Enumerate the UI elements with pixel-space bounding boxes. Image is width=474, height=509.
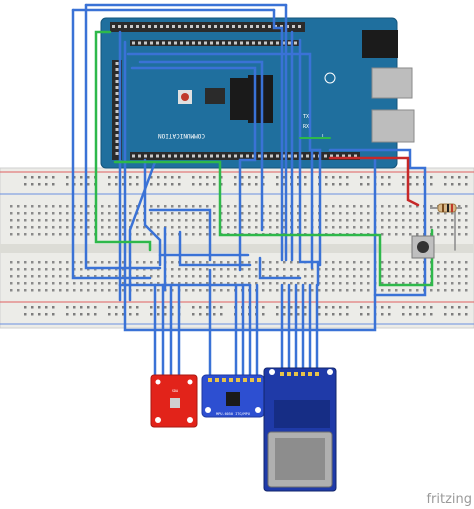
tx-led-label: TX — [303, 114, 309, 120]
arduino-mega-board: COMMUNICATION TX RX L — [100, 17, 415, 169]
usb-port — [371, 67, 413, 99]
communication-label: COMMUNICATION — [158, 132, 205, 139]
sd-card-module — [263, 367, 337, 492]
reset-button — [181, 93, 189, 101]
pressure-pin-labels: SDA — [172, 389, 179, 393]
ethernet-port — [371, 109, 415, 143]
power-jack — [362, 30, 398, 58]
imu-module: MPU-6050 ITG/MPU — [201, 374, 265, 418]
pushbutton — [411, 235, 435, 259]
resistor — [430, 203, 462, 213]
pressure-sensor-module: SDA — [150, 374, 198, 428]
rx-led-label: RX — [303, 124, 309, 130]
imu-pin-headers — [208, 378, 261, 382]
sd-pin-headers — [280, 372, 319, 376]
wires — [71, 3, 456, 377]
imu-label: MPU-6050 ITG/MPU — [216, 412, 250, 416]
board-pin-headers — [112, 25, 357, 158]
breadboard-holes — [10, 176, 468, 316]
fritzing-watermark: fritzing — [426, 492, 472, 507]
